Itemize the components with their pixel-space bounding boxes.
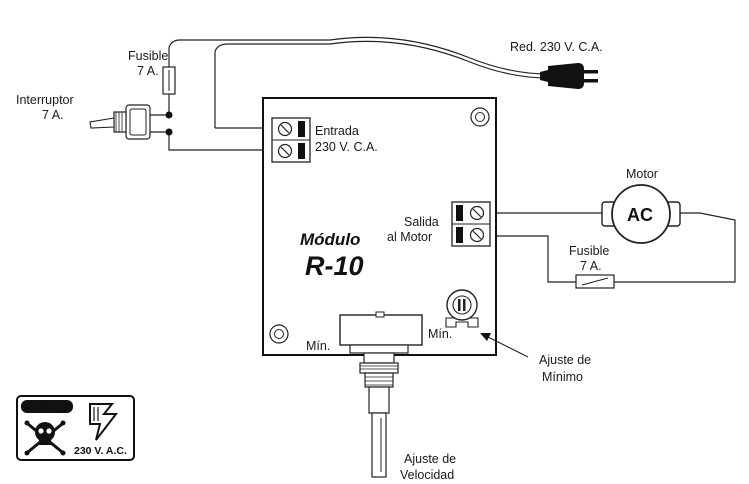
module-title: Módulo [300, 230, 360, 249]
fuse-right [575, 274, 615, 289]
switch-label-line1: Interruptor [16, 93, 74, 107]
pot-min-label: Mín. [306, 339, 330, 353]
module-model: R-10 [305, 251, 364, 281]
mounting-hole-top-right [470, 107, 490, 127]
wires [148, 36, 736, 283]
danger-tag: DANGER [27, 402, 68, 413]
speed-potentiometer [339, 311, 423, 478]
junction-node [165, 128, 173, 136]
output-label-line2: al Motor [387, 230, 432, 244]
lightning-hazard-icon [89, 403, 119, 441]
mains-label: Red. 230 V. C.A. [510, 40, 603, 54]
output-label-line1: Salida [404, 215, 439, 229]
fuse-top-label-line1: Fusible [128, 49, 168, 63]
min-adjust-arrow [480, 333, 529, 358]
input-terminal-block [271, 117, 311, 163]
toggle-switch-icon [89, 104, 151, 140]
mains-plug-icon [540, 63, 598, 89]
skull-crossbones-icon [24, 420, 66, 456]
fuse-top-label-line2: 7 A. [137, 64, 159, 78]
speed-adjust-label-line1: Ajuste de [404, 452, 456, 466]
motor-icon [601, 184, 681, 244]
switch-label-line2: 7 A. [42, 108, 64, 122]
junction-node [165, 111, 173, 119]
trimmer-potentiometer [445, 289, 479, 328]
trimmer-min-label: Mín. [428, 327, 452, 341]
mounting-hole-bottom-left [269, 324, 289, 344]
speed-adjust-label-line2: Velocidad [400, 468, 454, 482]
danger-voltage: 230 V. A.C. [74, 445, 127, 457]
output-terminal-block [451, 201, 491, 247]
motor-type-label: AC [627, 205, 653, 225]
input-label-line1: Entrada [315, 124, 359, 138]
input-label-line2: 230 V. C.A. [315, 140, 378, 154]
min-adjust-label-line2: Mínimo [542, 370, 583, 384]
motor-label: Motor [626, 167, 658, 181]
danger-sticker: DANGER 230 V. A.C. [16, 395, 135, 461]
fuse-right-label-line1: Fusible [569, 244, 609, 258]
min-adjust-label-line1: Ajuste de [539, 353, 591, 367]
fuse-right-label-line2: 7 A. [580, 259, 602, 273]
